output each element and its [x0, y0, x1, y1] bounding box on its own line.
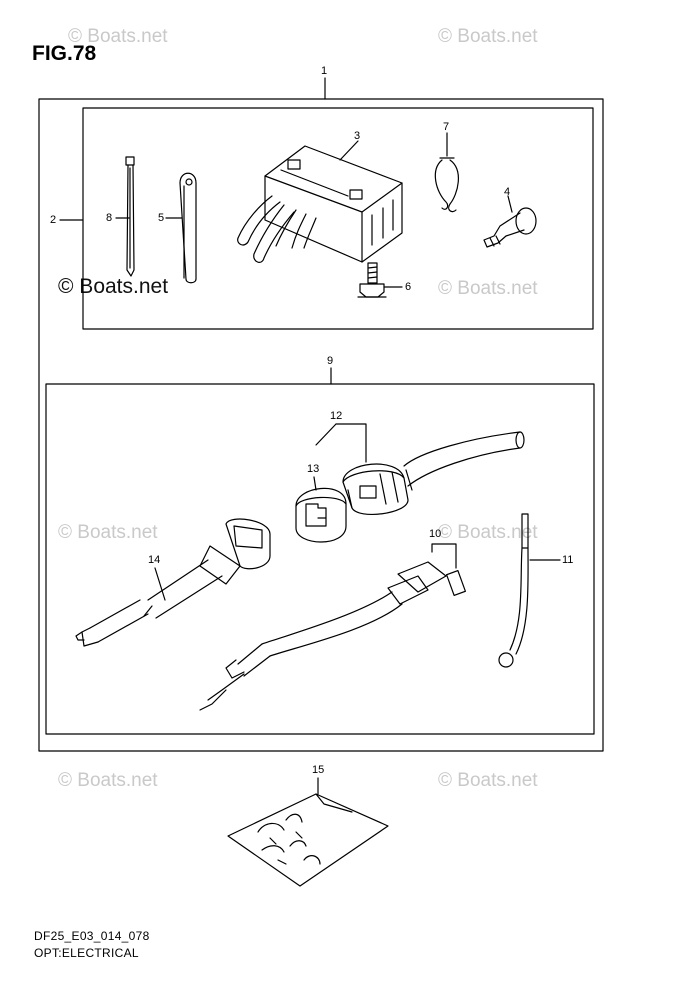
- watermark: © Boats.net: [68, 26, 168, 47]
- diagram-code: DF25_E03_014_078: [34, 929, 150, 943]
- kit-frame-2: [82, 107, 594, 330]
- callout-10: 10: [429, 528, 442, 540]
- rectifier-icon: [237, 145, 403, 263]
- watermark: © Boats.net: [438, 278, 538, 299]
- kit-frame-9: [45, 383, 595, 735]
- callout-15: 15: [312, 764, 325, 776]
- callout-12: 12: [330, 410, 343, 422]
- clamp-icon: [179, 172, 197, 284]
- bolt-icon: [357, 262, 387, 298]
- callout-7: 7: [443, 121, 450, 133]
- parts-bag-icon: [227, 793, 389, 887]
- callout-11: 11: [562, 554, 574, 566]
- connector-housing-icon: [342, 431, 525, 515]
- clip-icon: [434, 157, 459, 213]
- cable-tie-icon: [125, 156, 135, 277]
- connector-cap-icon: [295, 487, 347, 543]
- callout-1: 1: [321, 65, 328, 77]
- watermark: © Boats.net: [58, 275, 169, 298]
- callout-3: 3: [354, 130, 361, 142]
- watermark: © Boats.net: [438, 770, 538, 791]
- watermark: © Boats.net: [438, 522, 538, 543]
- outer-frame: [38, 98, 604, 752]
- diagram-caption: OPT:ELECTRICAL: [34, 946, 139, 960]
- callout-8: 8: [106, 212, 113, 224]
- callout-5: 5: [158, 212, 165, 224]
- callout-6: 6: [405, 281, 412, 293]
- callout-13: 13: [307, 463, 320, 475]
- watermark: © Boats.net: [58, 770, 158, 791]
- callout-4: 4: [504, 186, 511, 198]
- figure-title: FIG.78: [32, 42, 97, 65]
- sensor-lead-icon: [75, 518, 271, 647]
- watermark: © Boats.net: [58, 522, 158, 543]
- callout-14: 14: [148, 554, 161, 566]
- fuse-harness-icon: [199, 543, 467, 711]
- callout-2: 2: [50, 214, 57, 226]
- callout-9: 9: [327, 355, 334, 367]
- grommet-icon: [483, 207, 537, 248]
- watermark: © Boats.net: [438, 26, 538, 47]
- ground-lead-icon: [498, 513, 529, 668]
